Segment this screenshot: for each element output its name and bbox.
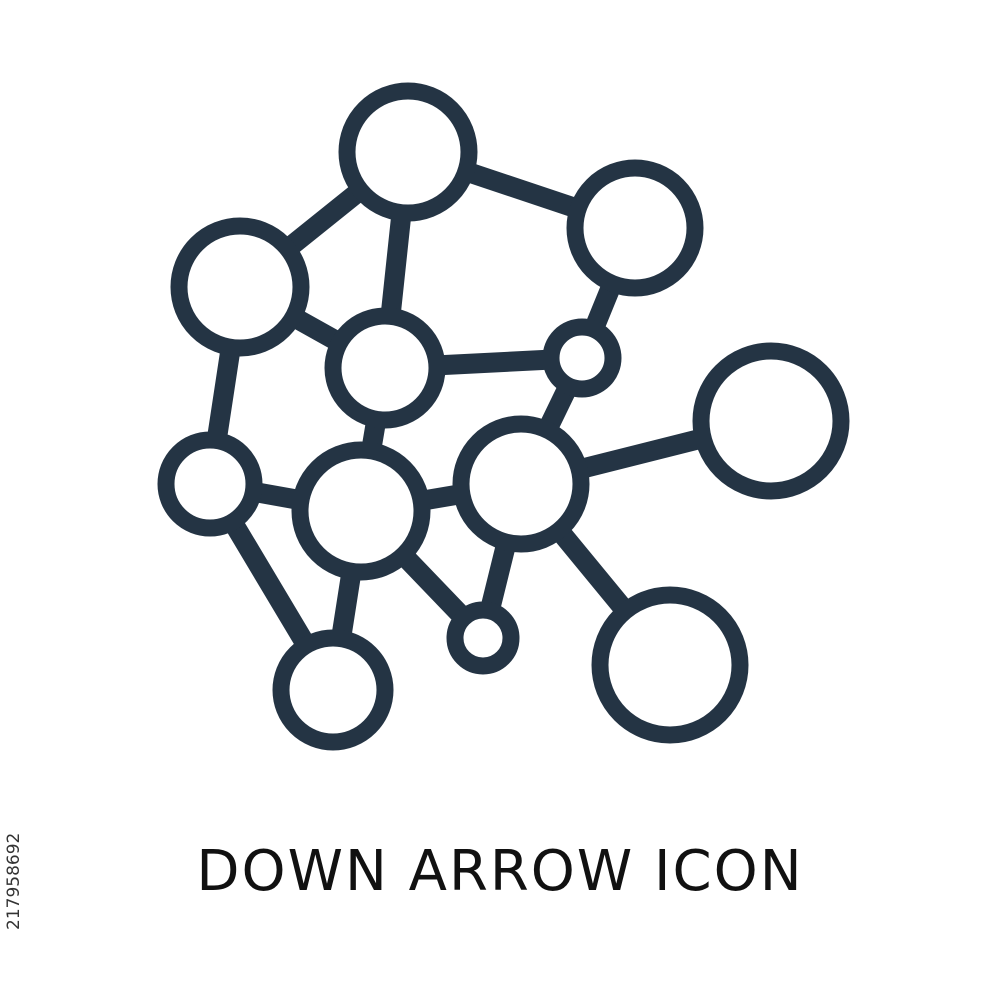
network-node xyxy=(338,82,478,222)
network-node xyxy=(452,415,590,553)
stock-image-id: 217958692 xyxy=(4,832,24,930)
network-node xyxy=(542,318,622,398)
network-node xyxy=(692,342,850,500)
network-node xyxy=(591,586,749,744)
network-node xyxy=(291,441,431,581)
network-node xyxy=(566,159,704,297)
icon-caption: DOWN ARROW ICON xyxy=(196,839,804,904)
network-nodes xyxy=(157,82,850,751)
molecular-network-icon xyxy=(157,82,850,751)
network-node xyxy=(170,217,310,357)
network-node xyxy=(324,307,446,429)
network-node xyxy=(157,431,263,537)
network-node xyxy=(446,601,520,675)
network-node xyxy=(272,629,394,751)
